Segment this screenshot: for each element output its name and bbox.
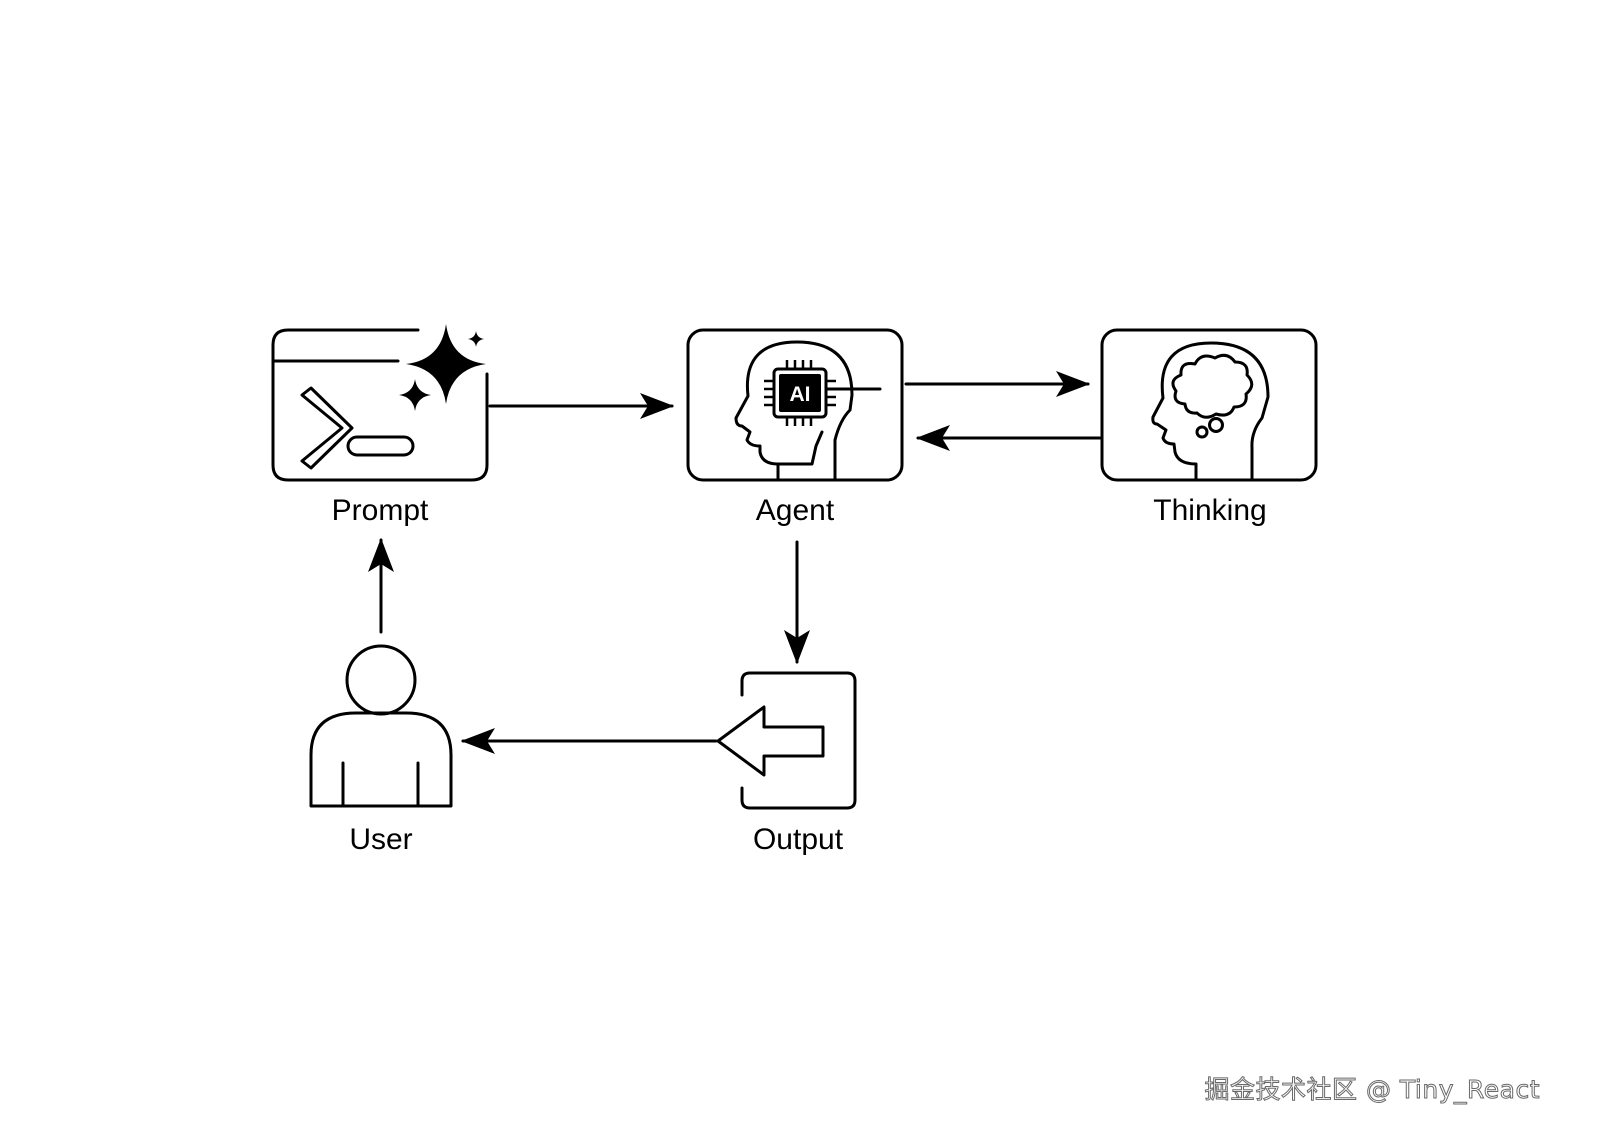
terminal-sparkle-icon — [271, 324, 489, 482]
agent-box — [686, 328, 904, 482]
user-label: User — [349, 823, 412, 856]
thinking-box — [1100, 328, 1318, 482]
thinking-label: Thinking — [1153, 494, 1266, 527]
ai-chip-text: AI — [790, 383, 811, 406]
ai-head-icon: AI — [734, 340, 882, 482]
thinking-head-icon — [1151, 341, 1270, 482]
output-label: Output — [753, 823, 844, 856]
output-node: Output — [716, 671, 857, 856]
output-arrow-icon — [716, 671, 857, 810]
agent-node: AI Agent — [686, 328, 904, 527]
prompt-label: Prompt — [332, 494, 429, 527]
prompt-node: Prompt — [271, 324, 489, 527]
user-icon — [309, 644, 453, 808]
user-node: User — [309, 644, 453, 856]
agent-label: Agent — [756, 494, 835, 527]
watermark: 掘金技术社区 @ Tiny_React — [1204, 1075, 1540, 1105]
thinking-node: Thinking — [1100, 328, 1318, 527]
